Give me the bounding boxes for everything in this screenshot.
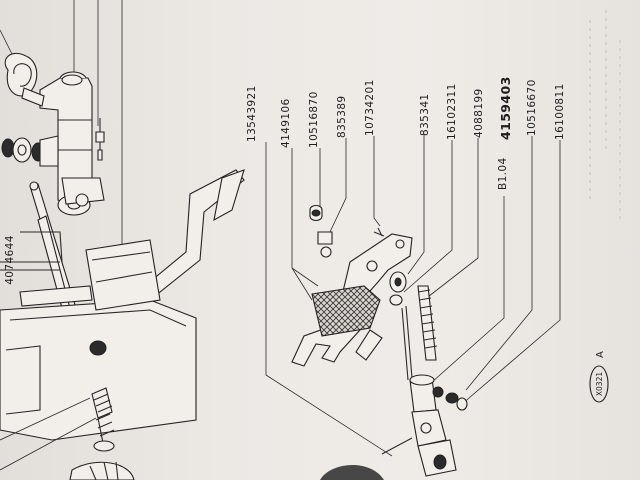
pedal-lever-plate (291, 233, 413, 367)
part-number-13543921: 13543921 (246, 85, 258, 142)
part-number-4159403: 4159403 (498, 76, 513, 140)
small-hardware (309, 204, 385, 258)
page-bleed-through (589, 10, 621, 220)
leader-lines (265, 134, 561, 457)
part-number-10516670: 10516670 (526, 79, 538, 136)
figure-code: X0321 (595, 372, 604, 396)
part-number-16100811: 16100811 (554, 83, 566, 140)
return-springs (401, 285, 438, 381)
return-spring-left (91, 387, 115, 452)
part-number-10516870: 10516870 (308, 91, 320, 148)
part-number-4088199: 4088199 (473, 88, 485, 138)
part-number-835389: 835389 (336, 96, 348, 138)
cropped-part-shadow (320, 464, 384, 480)
figure-code-badge: X0321 A (589, 351, 609, 403)
figure-suffix: A (595, 351, 606, 358)
left-edge-part-number: 4074644 (4, 235, 16, 285)
part-number-4149106: 4149106 (280, 98, 292, 148)
part-number-labels: 13543921 4149106 10516870 835389 1073420… (246, 76, 566, 190)
part-number-835341: 835341 (419, 94, 431, 136)
clevis-rod-assembly (381, 374, 468, 477)
part-number-16102311: 16102311 (446, 83, 458, 140)
master-cylinder-assembly (0, 0, 245, 480)
part-number-prefix-b104: B1.04 (497, 157, 509, 190)
part-number-10734201: 10734201 (364, 79, 376, 136)
